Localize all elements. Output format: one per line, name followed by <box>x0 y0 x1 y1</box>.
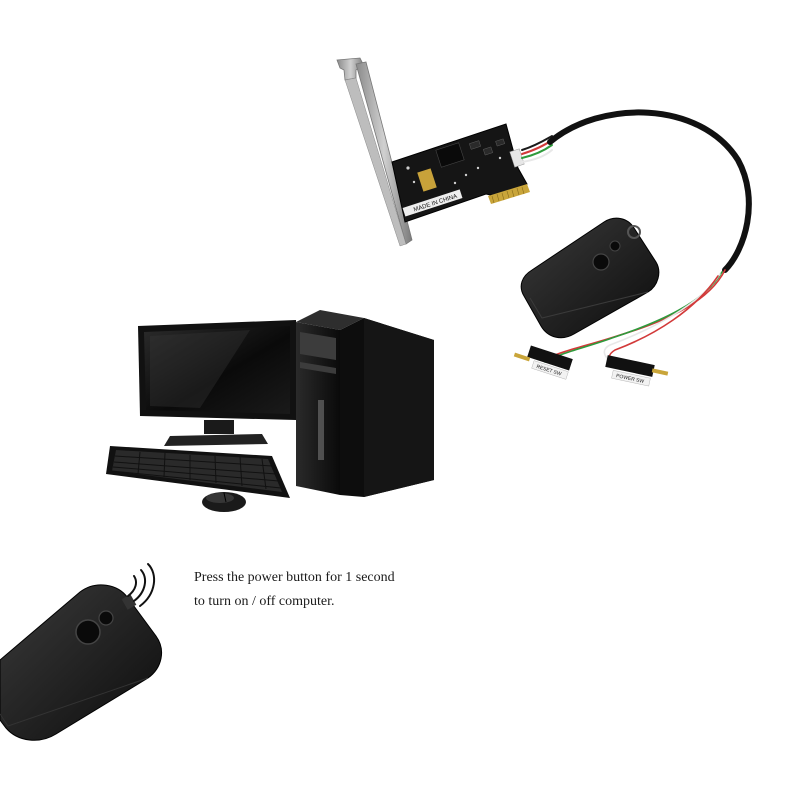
computer-tower <box>296 310 434 497</box>
pcie-card: MADE IN CHINA <box>336 57 530 247</box>
power-connector: POWER SW <box>605 355 669 387</box>
mouse <box>202 492 246 512</box>
remote-control-large <box>0 563 163 741</box>
signal-waves-icon <box>127 563 156 607</box>
keyring-loop-icon <box>627 225 641 239</box>
secondary-button-icon-large <box>98 610 114 626</box>
desktop-computer <box>106 310 434 512</box>
monitor <box>138 320 296 446</box>
reset-connector: RESET SW <box>513 345 573 380</box>
caption-line-2: to turn on / off computer. <box>194 594 335 609</box>
cable-bundle <box>521 109 752 367</box>
remote-control-small <box>520 217 660 339</box>
power-button-icon-large <box>75 619 101 645</box>
pcie-bracket <box>336 57 413 247</box>
instruction-caption: Press the power button for 1 second to t… <box>194 566 494 614</box>
keyboard <box>106 446 290 498</box>
caption-line-1: Press the power button for 1 second <box>194 570 395 585</box>
power-button-icon <box>592 253 610 271</box>
pcb-board: MADE IN CHINA <box>391 123 530 223</box>
secondary-button-icon <box>609 240 621 252</box>
power-connector-label: POWER SW <box>615 373 644 385</box>
